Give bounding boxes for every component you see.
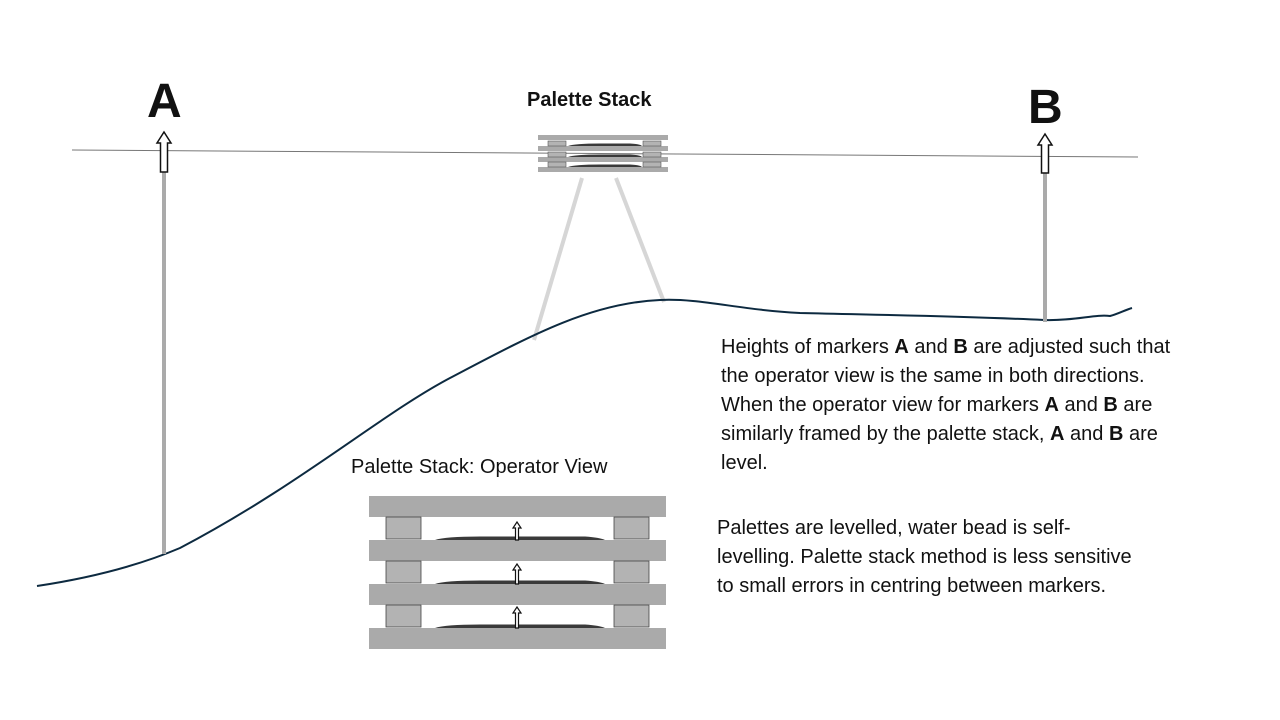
small-plank xyxy=(538,135,668,140)
palette-stack-operator-view xyxy=(369,496,666,649)
marker-a xyxy=(155,130,173,554)
spacer-block xyxy=(385,560,422,584)
small-block xyxy=(642,151,662,158)
spacer-block xyxy=(613,516,650,540)
plank xyxy=(369,496,666,517)
zoom-line-left xyxy=(532,177,584,341)
marker-reference: B xyxy=(953,336,968,358)
spacer-block xyxy=(613,604,650,628)
paragraph-text: are similarly framed by the palette stac… xyxy=(721,394,1153,445)
small-block xyxy=(547,151,567,158)
marker-b-label: B xyxy=(1028,81,1063,134)
marker-reference: B xyxy=(1108,423,1124,445)
sight-line xyxy=(71,149,1139,158)
operator-view-title: Palette Stack: Operator View xyxy=(351,456,608,478)
small-block xyxy=(547,140,567,147)
marker-reference: B xyxy=(1103,394,1118,416)
water-bead xyxy=(435,580,605,584)
plank xyxy=(369,628,666,649)
marker-tip-arrow-icon xyxy=(511,520,523,541)
paragraph-text: are adjusted such that the operator view… xyxy=(721,336,1171,416)
water-bead xyxy=(435,624,605,628)
marker-a-label: A xyxy=(147,75,182,128)
marker-reference: A xyxy=(1050,423,1065,445)
marker-b-arrow-icon xyxy=(1036,132,1054,174)
ground-profile xyxy=(36,298,1133,587)
paragraph-text: and xyxy=(908,336,954,358)
small-plank xyxy=(538,157,668,162)
marker-tip-arrow-icon xyxy=(511,562,523,585)
paragraph-text: Heights of markers xyxy=(721,336,895,358)
paragraph-text: are level. xyxy=(721,423,1158,474)
small-block xyxy=(642,161,662,168)
small-plank xyxy=(538,167,668,172)
paragraph-text: and xyxy=(1058,394,1104,416)
small-water-bead xyxy=(568,154,642,157)
marker-a-pole xyxy=(162,172,166,554)
marker-b xyxy=(1036,132,1054,322)
small-block xyxy=(642,140,662,147)
marker-reference: A xyxy=(1044,394,1059,416)
small-water-bead xyxy=(568,164,642,167)
explanation-paragraph-method: Palettes are levelled, water bead is sel… xyxy=(717,517,1132,597)
zoom-line-right xyxy=(614,177,666,303)
marker-reference: A xyxy=(894,336,909,358)
marker-tip-arrow-icon xyxy=(511,605,523,629)
spacer-block xyxy=(385,516,422,540)
water-bead xyxy=(435,536,605,540)
marker-b-pole xyxy=(1043,173,1047,322)
paragraph-text: and xyxy=(1064,423,1109,445)
explanation-paragraph-levelling: Heights of markers A and B are adjusted … xyxy=(721,333,1191,478)
small-water-bead xyxy=(568,143,642,146)
marker-a-arrow-icon xyxy=(155,130,173,173)
plank xyxy=(369,540,666,561)
plank xyxy=(369,584,666,605)
spacer-block xyxy=(613,560,650,584)
palette-stack-small xyxy=(538,135,668,172)
small-plank xyxy=(538,146,668,151)
small-block xyxy=(547,161,567,168)
spacer-block xyxy=(385,604,422,628)
palette-stack-title: Palette Stack xyxy=(527,89,652,111)
